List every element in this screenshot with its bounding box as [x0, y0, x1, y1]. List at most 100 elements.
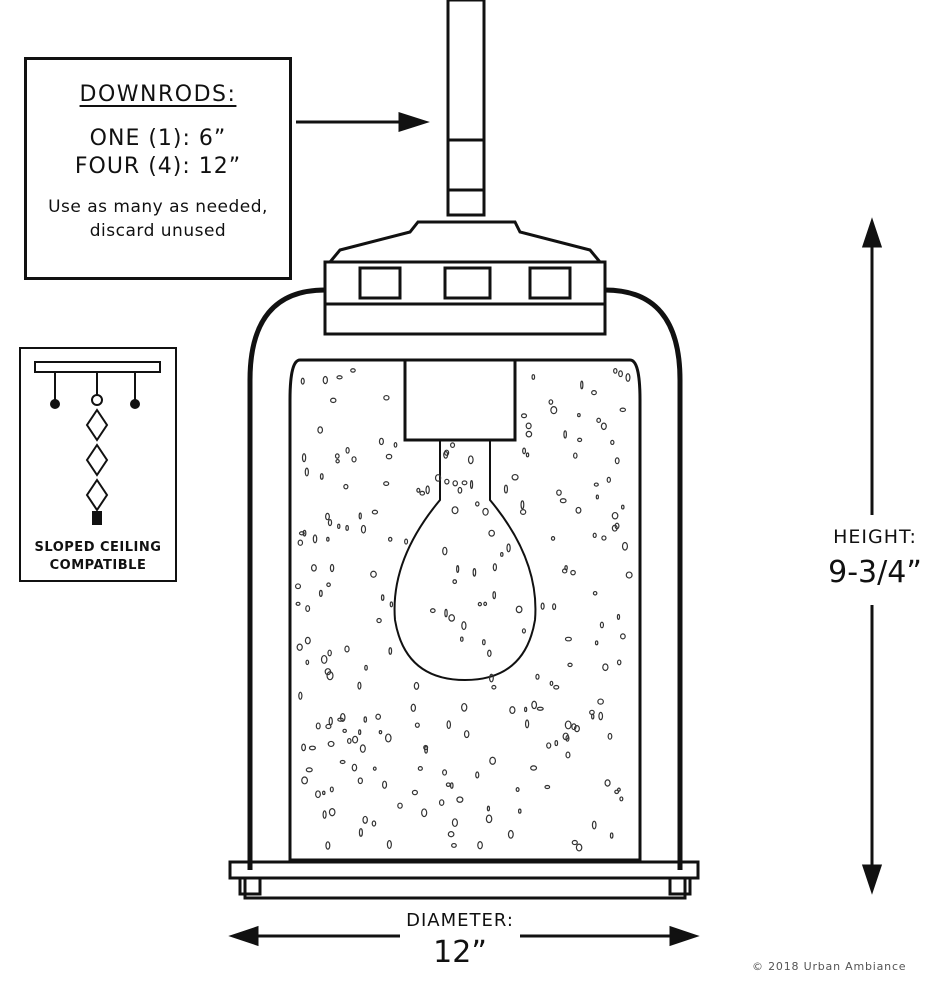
bubble [589, 709, 595, 716]
bubble [362, 815, 368, 824]
bubble [600, 422, 607, 431]
bubble [452, 579, 458, 585]
bubble [531, 374, 536, 380]
bubble [520, 413, 528, 419]
bubble [549, 680, 554, 687]
bubble [425, 485, 430, 495]
bubble [322, 790, 326, 796]
bubble [351, 735, 359, 744]
bubble [371, 509, 379, 515]
bubble [320, 654, 328, 664]
bubble [318, 589, 323, 598]
bubble [482, 507, 489, 516]
bubble [296, 643, 303, 651]
bubble [298, 531, 305, 536]
bubble [330, 397, 337, 404]
bubble [597, 698, 604, 705]
bubble [452, 480, 459, 487]
height-arrow [861, 217, 883, 895]
bubble [339, 712, 346, 723]
diameter-label: DIAMETER: [406, 910, 514, 931]
bubble [300, 377, 305, 385]
bubble [393, 442, 398, 448]
bubble [327, 740, 335, 748]
bubble [552, 603, 557, 611]
bubble [550, 406, 558, 415]
bubble [531, 700, 538, 710]
bubble [459, 636, 464, 642]
bubble [571, 839, 578, 846]
bubble [507, 829, 514, 839]
bulb [393, 440, 537, 682]
downrod-option: FOUR (4): 12” [74, 154, 242, 179]
bubble [461, 480, 468, 486]
bubble [525, 452, 530, 458]
bubble [559, 498, 567, 504]
bubble [417, 766, 423, 771]
fitter-cap [326, 220, 604, 264]
bubble [575, 843, 583, 852]
bubble [325, 841, 331, 850]
height-label: HEIGHT: [833, 526, 917, 548]
bubble [535, 673, 540, 680]
bubble [492, 591, 497, 600]
bubble [358, 512, 362, 520]
bubble [301, 743, 307, 752]
bubble [485, 814, 493, 824]
bubble [358, 828, 363, 837]
bubble [388, 647, 393, 655]
bubble [592, 590, 598, 596]
bubble [351, 456, 357, 463]
bubble [481, 639, 486, 646]
bubble [414, 722, 420, 728]
bubble [351, 763, 358, 772]
bubble [295, 601, 301, 606]
bubble [521, 628, 526, 634]
bubble [310, 564, 317, 572]
bubble [611, 524, 618, 532]
bubble [357, 777, 363, 785]
right-arm [604, 287, 683, 870]
bubble [469, 480, 474, 490]
bubble [463, 730, 470, 739]
bubble [567, 662, 573, 668]
bubble [322, 810, 327, 819]
bubble [610, 439, 615, 446]
bubble [375, 713, 382, 720]
downrod [446, 0, 486, 217]
bubble [319, 473, 324, 480]
bubble [359, 744, 366, 753]
bubble [598, 711, 604, 721]
sloped-ceiling-label: COMPATIBLE [49, 558, 147, 573]
bubble [346, 737, 352, 744]
bubble [618, 370, 623, 378]
bubble [380, 594, 385, 601]
bubble [614, 789, 620, 795]
bubble [491, 684, 497, 690]
bubble [602, 663, 609, 672]
bubble [315, 722, 321, 730]
bubble [442, 546, 448, 556]
bubble [389, 601, 394, 608]
bubble [312, 534, 318, 544]
left-arm [247, 287, 326, 870]
bubble [570, 569, 576, 576]
bubble [546, 742, 552, 749]
copyright-notice: © 2018 Urban Ambiance [752, 960, 907, 973]
bubble [519, 509, 527, 515]
bubble [357, 681, 362, 690]
bubble [477, 601, 483, 607]
bubble [611, 511, 619, 520]
bubble [429, 608, 436, 614]
height-value: 9-3/4” [828, 555, 922, 590]
bubble [544, 784, 551, 790]
bubble [509, 706, 516, 715]
bubble [593, 482, 599, 487]
bubble [524, 706, 528, 713]
bubble [577, 437, 583, 443]
downrod-note: discard unused [89, 221, 227, 241]
bubble [438, 799, 445, 806]
bubble [564, 636, 572, 642]
bubble [339, 759, 346, 765]
bubble [329, 563, 335, 573]
